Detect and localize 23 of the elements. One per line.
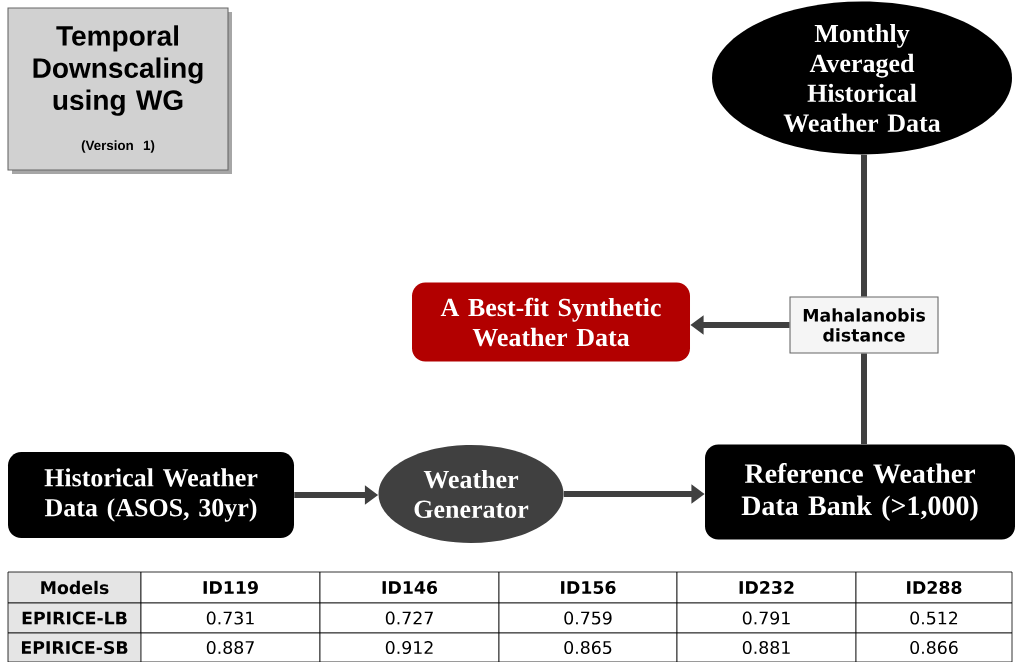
- table-cell: 0.865: [498, 632, 678, 662]
- table-cell: 0.759: [498, 602, 678, 634]
- title-box: Temporal Downscaling using WG (Version 1): [7, 7, 229, 171]
- table-cell: 0.887: [140, 632, 321, 662]
- table-cell: ID232: [676, 571, 857, 604]
- table-cell: 0.791: [676, 602, 857, 634]
- table-cell: ID146: [319, 571, 500, 604]
- table-cell: 0.727: [319, 602, 500, 634]
- data-box: Historical Weather Data (ASOS, 30yr): [8, 452, 294, 538]
- result-box: A Best-fit Synthetic Weather Data: [412, 282, 690, 362]
- table-cell: ID119: [140, 571, 321, 604]
- distance-box: Mahalanobis distance: [789, 296, 939, 354]
- table-cell: 0.512: [855, 602, 1013, 634]
- table-cell: 0.866: [855, 632, 1013, 662]
- table-cell: ID156: [498, 571, 678, 604]
- table-cell: ID288: [855, 571, 1013, 604]
- table-cell: Models: [7, 571, 142, 604]
- table-cell: 0.731: [140, 602, 321, 634]
- table-cell: EPIRICE-LB: [7, 602, 142, 634]
- table-cell: 0.881: [676, 632, 857, 662]
- table-cell: EPIRICE-SB: [7, 632, 142, 662]
- data-box: Reference Weather Data Bank (>1,000): [705, 444, 1015, 540]
- table-cell: 0.912: [319, 632, 500, 662]
